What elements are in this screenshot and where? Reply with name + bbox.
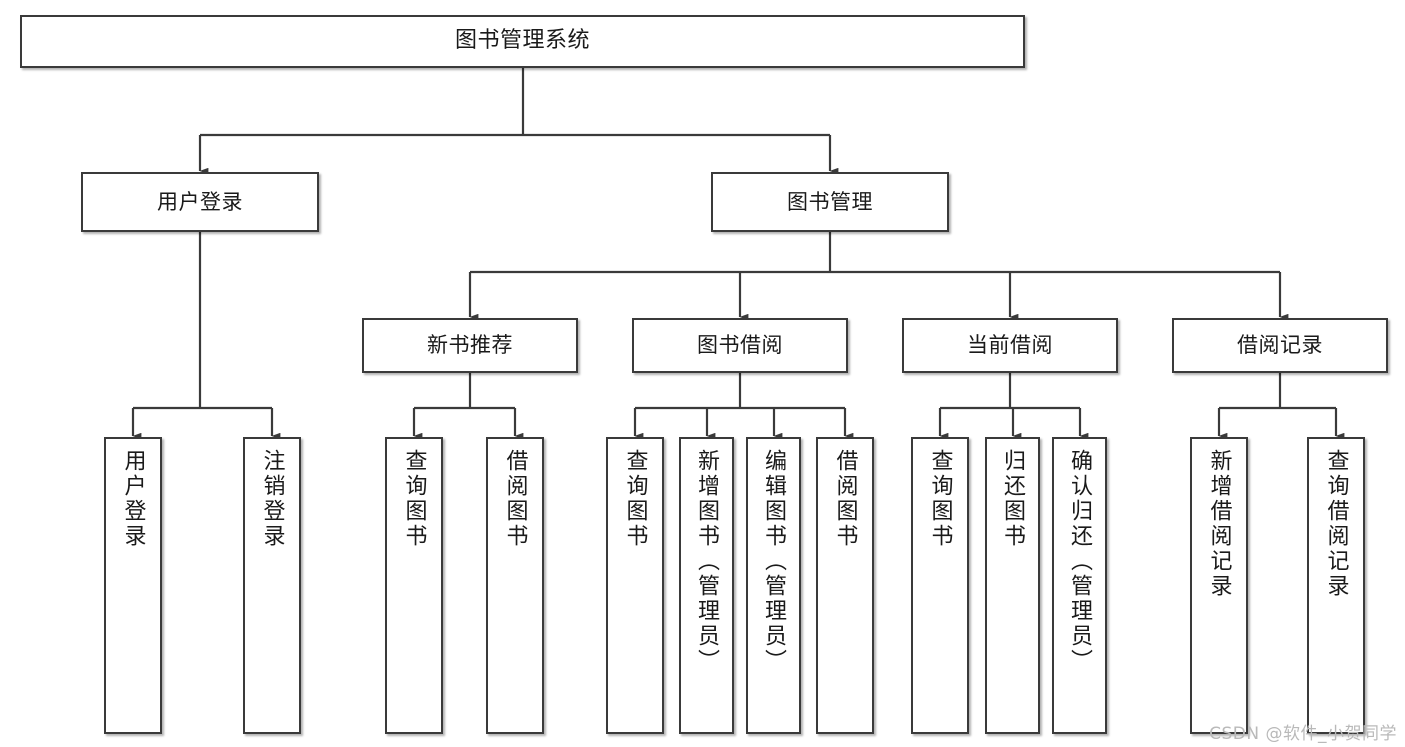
node-label-book-borrow: 图书借阅 [697, 333, 783, 358]
watermark-text: CSDN @软件_小贺同学 [1209, 724, 1397, 744]
node-label-leaf-cb-return: 归还图书 [1000, 449, 1026, 549]
node-label-leaf-rec-borrow: 借阅图书 [502, 449, 528, 549]
node-label-root: 图书管理系统 [454, 28, 590, 54]
node-leaf-bb-borrow[interactable]: 借阅图书 [816, 437, 874, 734]
node-leaf-bb-edit[interactable]: 编辑图书（管理员） [746, 437, 801, 734]
node-label-user-login: 用户登录 [157, 189, 243, 214]
node-leaf-cb-return[interactable]: 归还图书 [985, 437, 1040, 734]
node-label-leaf-br-query: 查询借阅记录 [1323, 449, 1349, 599]
node-label-leaf-bb-add: 新增图书（管理员） [694, 449, 720, 674]
node-leaf-bb-add[interactable]: 新增图书（管理员） [679, 437, 734, 734]
node-label-leaf-cb-confirm: 确认归还（管理员） [1067, 449, 1093, 674]
node-label-leaf-bb-borrow: 借阅图书 [832, 449, 858, 549]
node-leaf-user-login[interactable]: 用户登录 [104, 437, 162, 734]
node-label-current-borrow: 当前借阅 [967, 333, 1053, 358]
connector-lines [131, 68, 1345, 440]
node-root[interactable]: 图书管理系统 [20, 15, 1025, 68]
node-label-leaf-rec-query: 查询图书 [401, 449, 427, 549]
node-leaf-cb-confirm[interactable]: 确认归还（管理员） [1052, 437, 1107, 734]
node-leaf-bb-query[interactable]: 查询图书 [606, 437, 664, 734]
node-label-leaf-cb-query: 查询图书 [927, 449, 953, 549]
node-leaf-br-query[interactable]: 查询借阅记录 [1307, 437, 1365, 734]
node-label-leaf-user-logout: 注销登录 [259, 449, 285, 549]
node-label-leaf-bb-query: 查询图书 [622, 449, 648, 549]
node-leaf-rec-query[interactable]: 查询图书 [385, 437, 443, 734]
node-borrow-record[interactable]: 借阅记录 [1172, 318, 1388, 373]
node-leaf-rec-borrow[interactable]: 借阅图书 [486, 437, 544, 734]
node-book-borrow[interactable]: 图书借阅 [632, 318, 848, 373]
node-label-leaf-br-add: 新增借阅记录 [1206, 449, 1232, 599]
node-label-new-book-rec: 新书推荐 [427, 333, 513, 358]
node-user-login[interactable]: 用户登录 [81, 172, 319, 232]
node-label-book-manage: 图书管理 [787, 189, 873, 214]
node-current-borrow[interactable]: 当前借阅 [902, 318, 1118, 373]
node-book-manage[interactable]: 图书管理 [711, 172, 949, 232]
node-label-leaf-bb-edit: 编辑图书（管理员） [761, 449, 787, 674]
node-leaf-user-logout[interactable]: 注销登录 [243, 437, 301, 734]
node-label-leaf-user-login: 用户登录 [120, 449, 146, 549]
node-new-book-rec[interactable]: 新书推荐 [362, 318, 578, 373]
node-leaf-br-add[interactable]: 新增借阅记录 [1190, 437, 1248, 734]
node-label-borrow-record: 借阅记录 [1237, 333, 1323, 358]
node-leaf-cb-query[interactable]: 查询图书 [911, 437, 969, 734]
